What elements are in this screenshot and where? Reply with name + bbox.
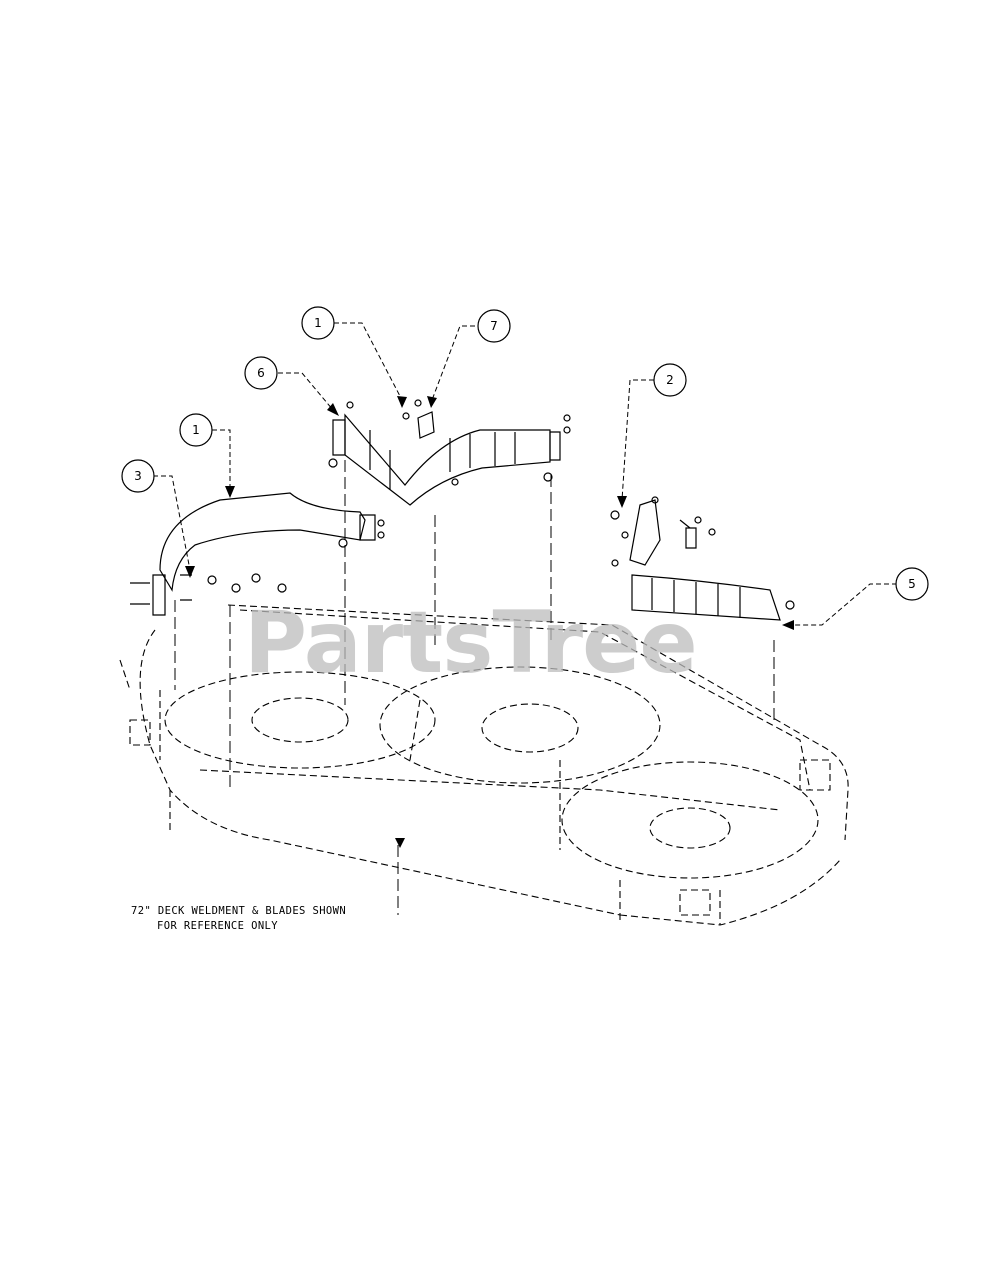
callout-number: 6: [257, 366, 265, 380]
callout-circle: [121, 459, 155, 493]
right-baffle: [610, 496, 795, 621]
alignment-guides: [174, 460, 775, 915]
baffle-bracket: [402, 399, 435, 439]
leader-arrowheads: [185, 396, 794, 848]
callout-circle: [653, 363, 687, 397]
deck-weldment: [119, 604, 849, 926]
callout-3[interactable]: 3: [121, 459, 155, 493]
callout-1-top[interactable]: 1: [301, 306, 335, 340]
watermark-text: PartsTree: [244, 593, 697, 693]
callout-number: 3: [134, 469, 142, 483]
callout-2[interactable]: 2: [653, 363, 687, 397]
callout-circle: [244, 356, 278, 390]
callout-number: 7: [490, 319, 498, 333]
callout-circle: [895, 567, 929, 601]
callout-number: 1: [192, 423, 200, 437]
front-baffle: [328, 401, 571, 506]
left-baffle: [152, 492, 385, 616]
callout-5[interactable]: 5: [895, 567, 929, 601]
callout-circle: [179, 413, 213, 447]
callout-6[interactable]: 6: [244, 356, 278, 390]
callout-7[interactable]: 7: [477, 309, 511, 343]
callout-1-left[interactable]: 1: [179, 413, 213, 447]
reference-note-line1: 72" DECK WELDMENT & BLADES SHOWN: [131, 905, 346, 917]
callout-number: 1: [314, 316, 322, 330]
callout-number: 2: [666, 373, 674, 387]
callout-circle: [477, 309, 511, 343]
callout-number: 5: [908, 577, 916, 591]
reference-note-line2: FOR REFERENCE ONLY: [157, 920, 278, 932]
leader-lines: [153, 322, 897, 626]
callout-circle: [301, 306, 335, 340]
